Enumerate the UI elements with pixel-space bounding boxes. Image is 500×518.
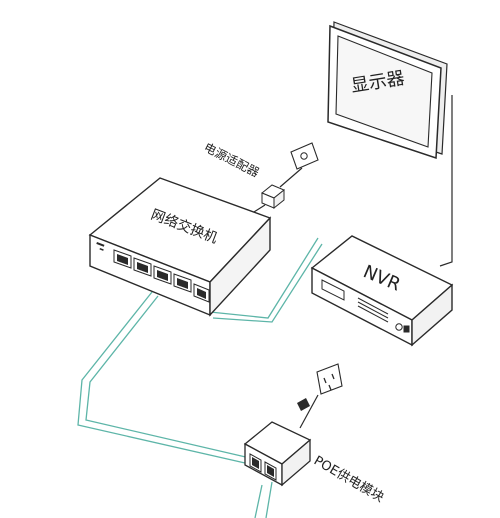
switch-side	[209, 216, 271, 317]
power-adapter-label: 电源适配器	[202, 140, 262, 180]
poe-port-poe-out	[264, 461, 277, 481]
cable-poe-out	[254, 484, 263, 518]
cable-outlet-to-poe	[299, 394, 319, 429]
cable-switch-to-nvr-2	[212, 243, 323, 323]
network-switch: 网络交换机	[88, 177, 272, 317]
adapter-side	[273, 188, 285, 210]
switch-port	[133, 257, 152, 277]
wall-outlet-bottom	[297, 363, 343, 411]
cable-adapter-to-outlet	[279, 167, 303, 188]
poe-side	[281, 438, 311, 487]
cable-switch-to-nvr	[209, 237, 319, 319]
nvr-front-details	[321, 279, 410, 333]
cable-switch-to-poe-2	[85, 295, 251, 459]
switch-status-leds	[96, 242, 105, 251]
nvr-side	[411, 283, 453, 347]
poe-module-label: POE供电模块	[311, 453, 386, 505]
nvr: NVR	[310, 235, 454, 347]
outlet-socket	[300, 152, 308, 160]
wall-outlet-top	[290, 142, 319, 170]
switch-port	[173, 273, 192, 293]
outlet-socket-holes	[323, 373, 335, 391]
switch-port	[153, 265, 172, 285]
switch-ports	[113, 249, 210, 303]
network-cables	[77, 237, 323, 518]
outlet-plate	[316, 363, 343, 395]
cable-poe-out-2	[265, 481, 273, 518]
poe-port-data-in	[249, 453, 262, 473]
monitor: 显示器	[327, 21, 448, 160]
cable-monitor-to-nvr	[439, 95, 453, 267]
cable-switch-to-poe	[77, 291, 246, 464]
poe-ports	[249, 453, 277, 481]
poe-module: POE供电模块	[243, 421, 386, 506]
monitor-screen	[335, 35, 433, 148]
switch-port-uplink	[193, 283, 210, 303]
outlet-plate	[290, 142, 319, 170]
plug-head	[297, 398, 310, 411]
switch-port	[113, 249, 132, 269]
